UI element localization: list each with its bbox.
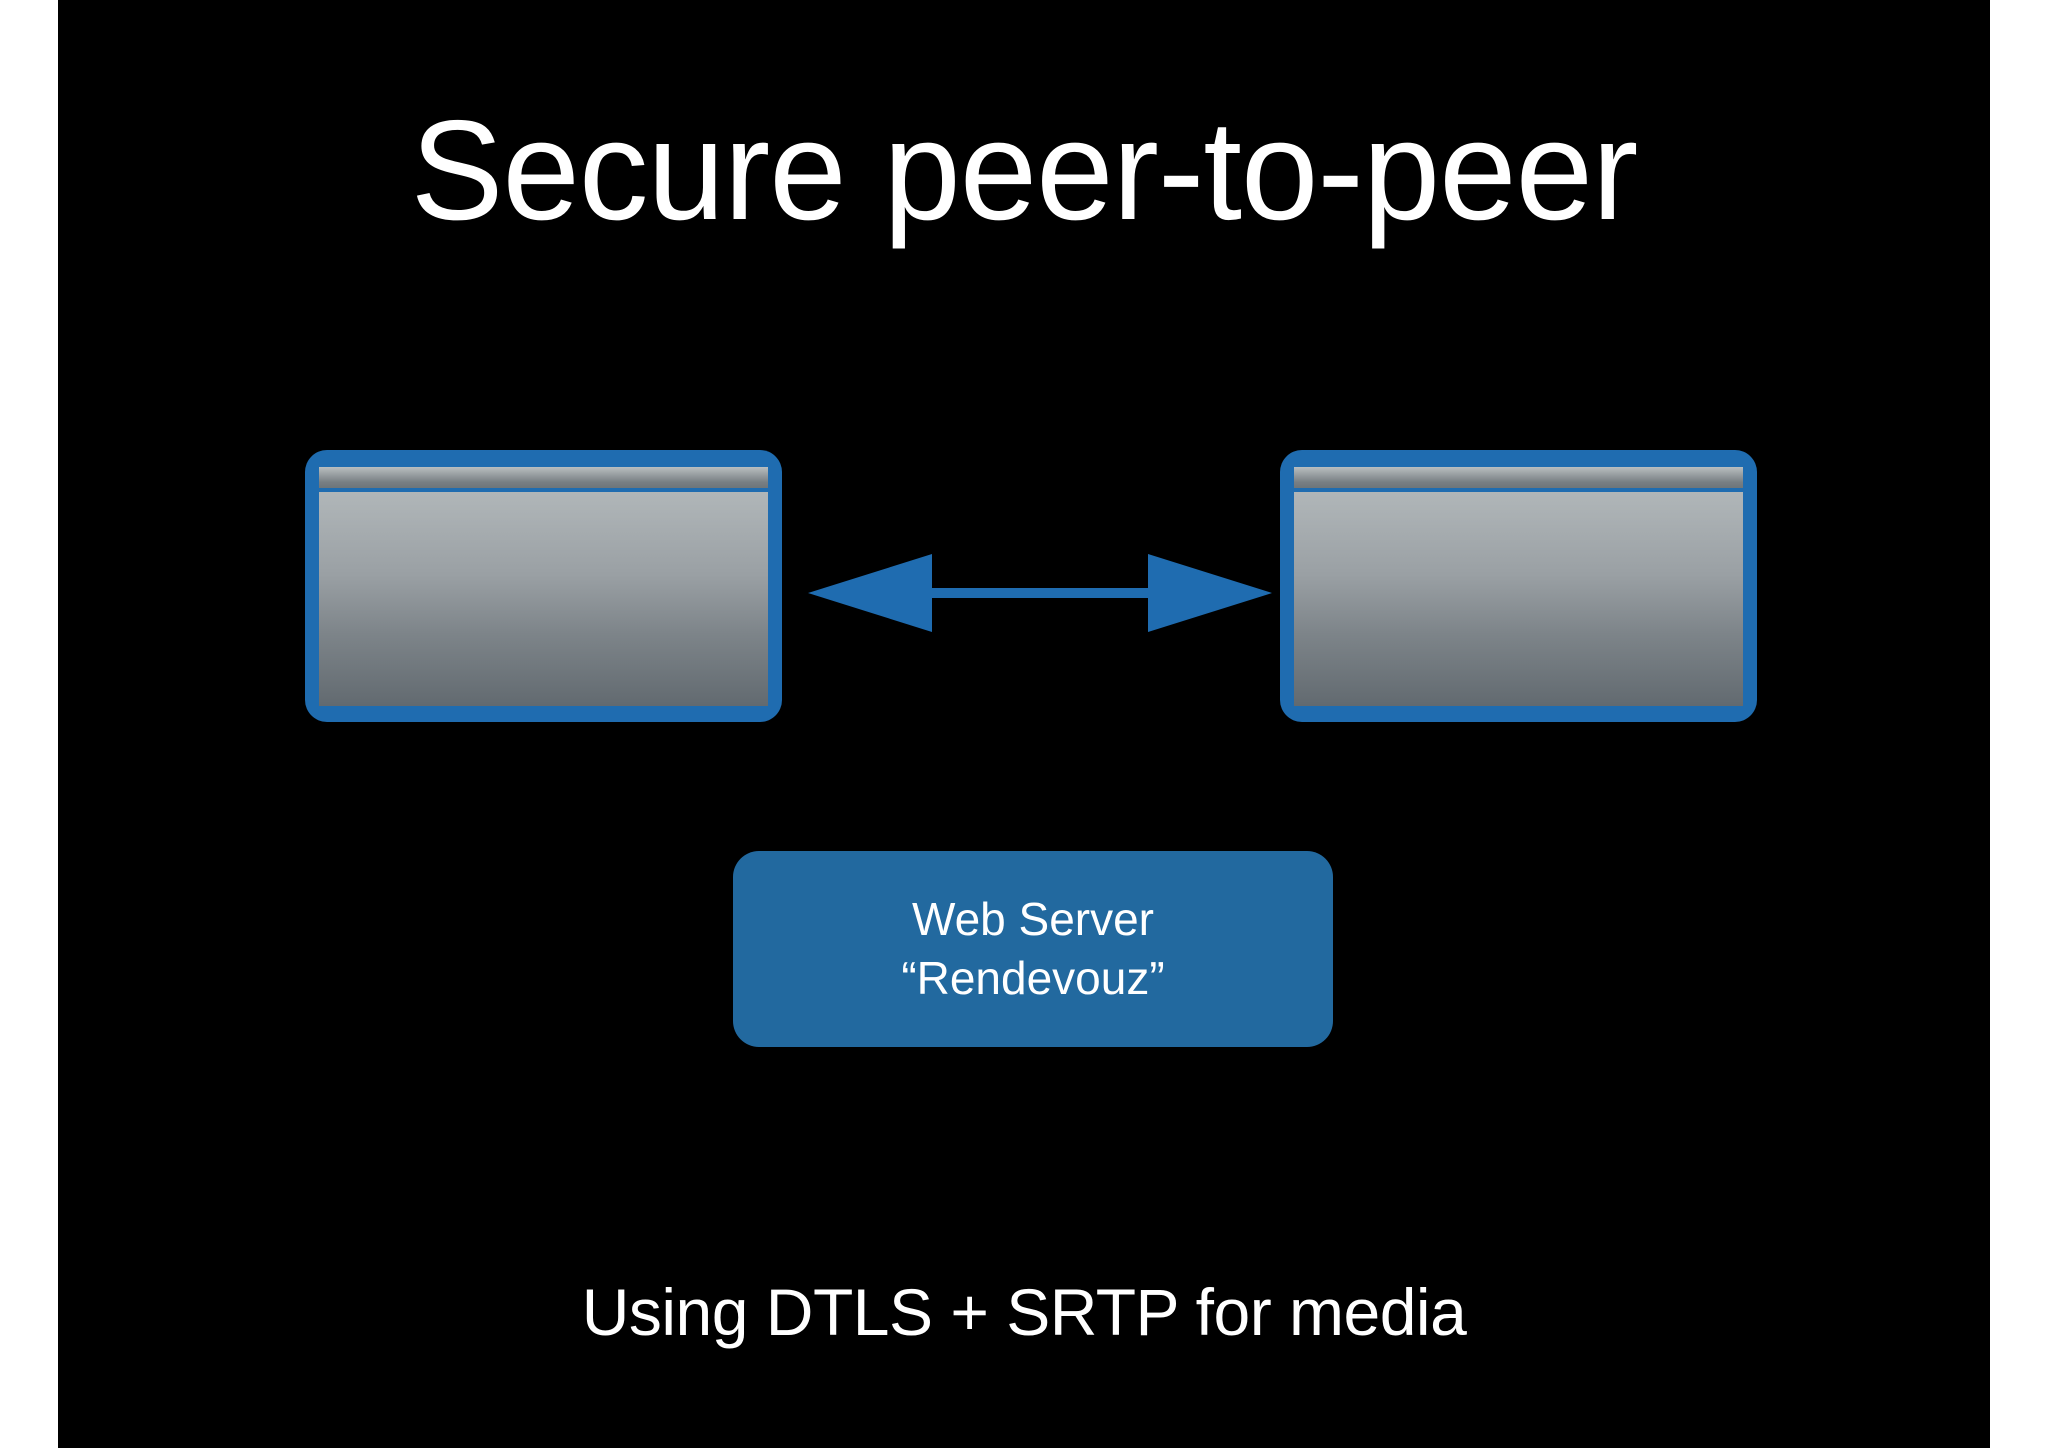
web-server-label-line2: “Rendevouz” [901,952,1165,1004]
web-server-label-line1: Web Server [911,893,1155,946]
browser-inner-left [319,467,768,706]
slide-caption: Using DTLS + SRTP for media [581,1275,1467,1349]
browser-content-left [319,492,768,706]
bidirectional-arrow-icon [808,554,1272,632]
browser-titlebar-right [1294,467,1743,492]
browser-content-right [1294,492,1743,706]
slide-surface: Secure peer-to-peer Web Serve [58,0,1990,1448]
peer-browser-window-left[interactable] [305,450,782,722]
peer-browser-window-right[interactable] [1280,450,1757,722]
browser-titlebar-left [319,467,768,492]
browser-inner-right [1294,467,1743,706]
page-title: Secure peer-to-peer [410,91,1639,250]
web-server-node[interactable]: Web Server “Rendevouz” [733,851,1333,1047]
